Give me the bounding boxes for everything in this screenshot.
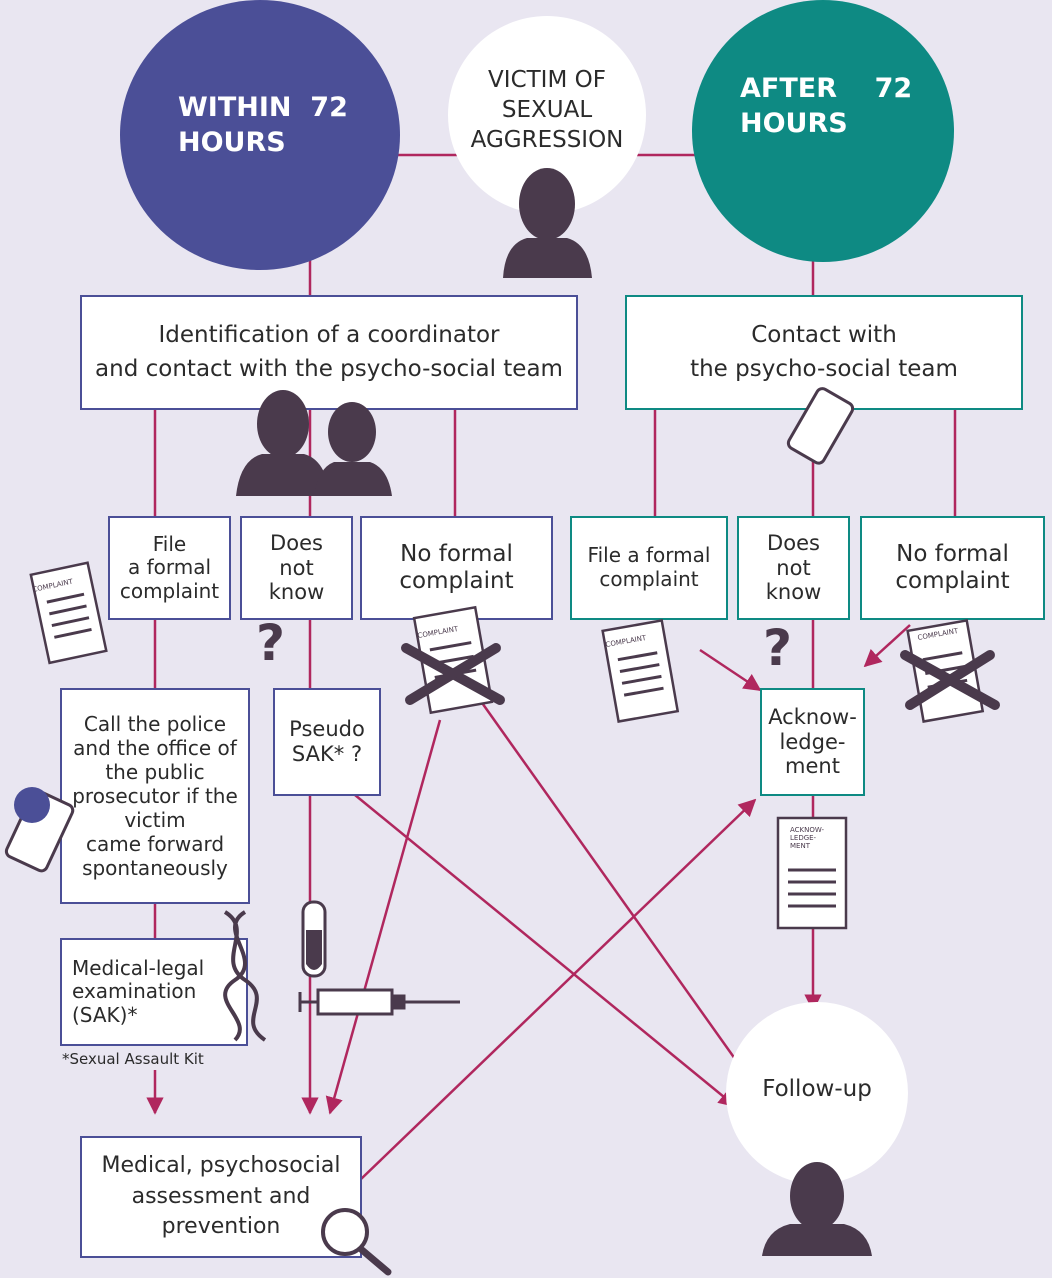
acknowledgement-document-icon [776, 816, 848, 930]
call-police-box: Call the police and the office of the pu… [60, 688, 250, 904]
follow-up-circle: Follow-up [726, 1002, 908, 1184]
coordinator-box: Identification of a coordinator and cont… [80, 295, 578, 410]
file-complaint-box-right: File a formal complaint [570, 516, 728, 620]
does-not-know-box-left: Does not know [240, 516, 353, 620]
syringe-icon [298, 988, 460, 1016]
police-phone-icon [4, 789, 75, 873]
after-72-hours-circle: AFTER 72 HOURS [692, 0, 954, 262]
no-formal-complaint-box-left: No formal complaint [360, 516, 553, 620]
cross-icon-right [900, 650, 1000, 710]
question-mark-icon-right: ? [763, 619, 792, 677]
complaint-document-icon-right [601, 619, 680, 723]
medical-legal-examination-box: Medical-legal examination (SAK)* [60, 938, 248, 1046]
follow-up-person-icon [762, 1162, 872, 1256]
question-mark-icon-left: ? [256, 614, 285, 672]
test-tube-icon [301, 900, 327, 978]
phone-icon-right [786, 387, 855, 465]
acknowledgement-box: Acknow- ledge- ment [760, 688, 865, 796]
pseudo-sak-box: Pseudo SAK* ? [273, 688, 381, 796]
team-people-icon [236, 390, 392, 496]
complaint-document-icon-left [29, 561, 108, 665]
cross-icon-left [401, 643, 505, 705]
within-72-hours-circle: WITHIN 72 HOURS [120, 0, 400, 270]
dna-icon [223, 910, 267, 1042]
footnote-sak: *Sexual Assault Kit [62, 1050, 204, 1068]
police-badge-icon [14, 787, 50, 823]
victim-person-icon [503, 168, 592, 278]
magnifying-glass-icon [321, 1208, 392, 1276]
file-complaint-box-left: File a formal complaint [108, 516, 231, 620]
acknowledgement-label: ACKNOW-LEDGE-MENT [790, 826, 825, 850]
does-not-know-box-right: Does not know [737, 516, 850, 620]
assessment-box: Medical, psychosocial assessment and pre… [80, 1136, 362, 1258]
no-formal-complaint-box-right: No formal complaint [860, 516, 1045, 620]
